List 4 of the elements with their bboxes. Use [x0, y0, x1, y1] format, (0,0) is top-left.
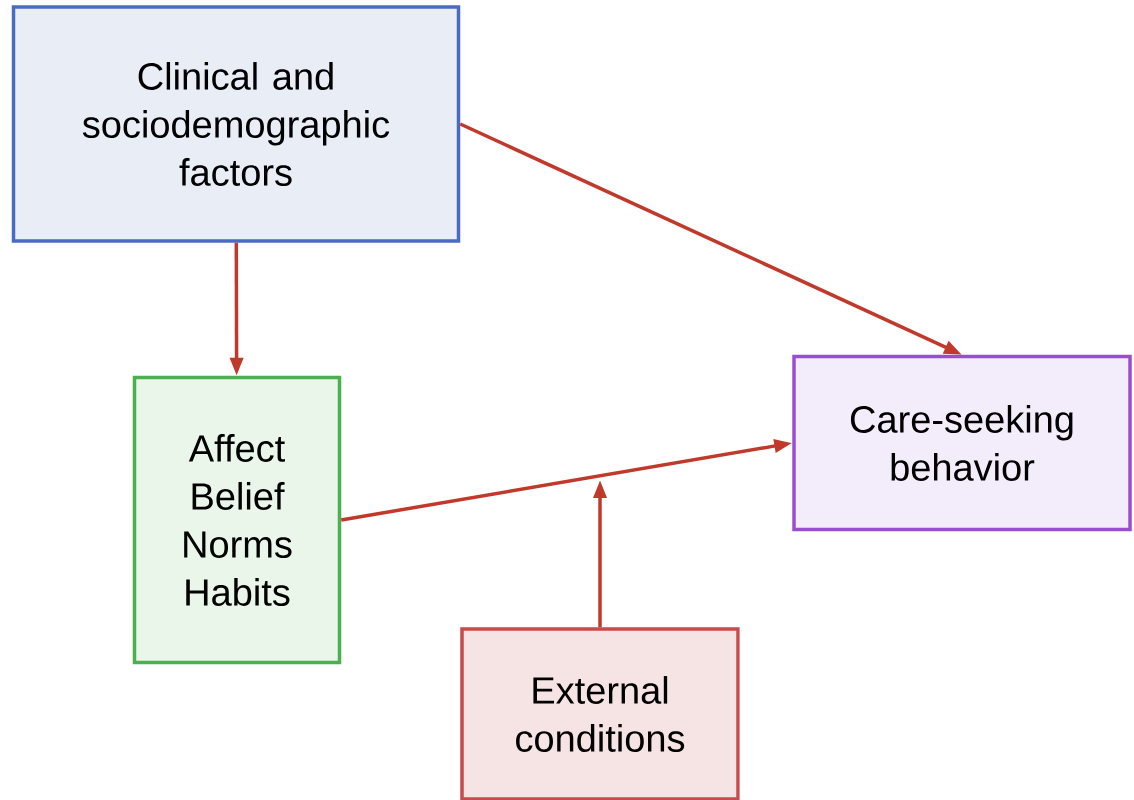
behavior-box: Care-seeking behavior	[792, 354, 1132, 532]
attitudes-box: Affect Belief Norms Habits	[132, 375, 342, 665]
factors-box: Clinical and sociodemographic factors	[11, 5, 461, 243]
conditions-box: External conditions	[460, 627, 740, 800]
